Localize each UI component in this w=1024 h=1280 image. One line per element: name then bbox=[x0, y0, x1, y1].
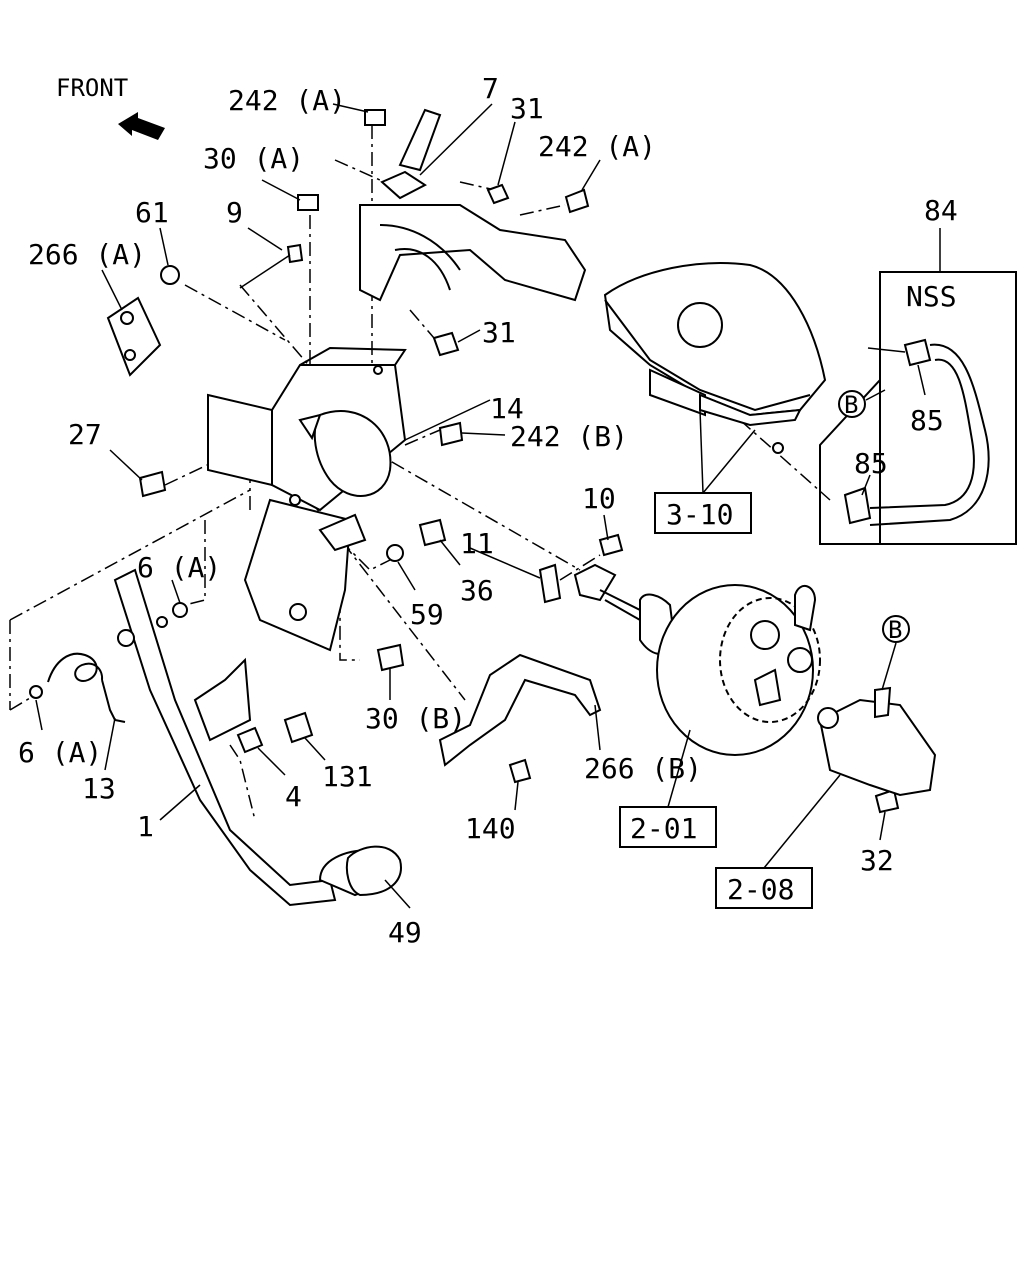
front-label: FRONT bbox=[56, 74, 128, 102]
svg-text:B: B bbox=[844, 391, 858, 419]
callout-31-top: 31 bbox=[510, 92, 544, 125]
svg-text:2-01: 2-01 bbox=[630, 812, 697, 845]
callout-labels: 242 (A) 7 31 242 (A) 30 (A) 9 61 266 (A)… bbox=[18, 72, 958, 949]
fluid-reservoir bbox=[603, 262, 827, 454]
clip-4 bbox=[236, 726, 264, 754]
leader-lines bbox=[35, 103, 941, 909]
callout-59: 59 bbox=[410, 598, 444, 631]
bolt-30b bbox=[376, 643, 405, 672]
callout-13: 13 bbox=[82, 772, 116, 805]
callout-31-mid: 31 bbox=[482, 316, 516, 349]
callout-4: 4 bbox=[285, 780, 302, 813]
callout-85-upper: 85 bbox=[910, 404, 944, 437]
nut-31-top bbox=[486, 183, 510, 205]
pedal-support bbox=[243, 498, 367, 652]
callout-32: 32 bbox=[860, 844, 894, 877]
callout-14: 14 bbox=[490, 392, 524, 425]
callout-7: 7 bbox=[482, 72, 499, 105]
bolt-242a-right bbox=[564, 188, 590, 214]
callout-242b: 242 (B) bbox=[510, 420, 628, 453]
callout-10: 10 bbox=[582, 482, 616, 515]
nut-61 bbox=[160, 265, 180, 285]
reference-boxes: 3-10 2-01 2-08 bbox=[619, 409, 841, 909]
bolt-30a bbox=[297, 194, 319, 211]
nut-59 bbox=[386, 544, 404, 562]
return-spring bbox=[29, 652, 126, 723]
connection-marker-b-right bbox=[882, 615, 910, 643]
connection-marker-b-left bbox=[838, 390, 866, 418]
callout-30a: 30 (A) bbox=[203, 142, 304, 175]
nss-label: NSS bbox=[906, 280, 957, 313]
pedal-pad bbox=[318, 845, 402, 897]
callout-6a-lower: 6 (A) bbox=[18, 736, 102, 769]
front-arrow-icon bbox=[118, 112, 165, 140]
svg-text:B: B bbox=[888, 616, 902, 644]
callout-11: 11 bbox=[460, 527, 494, 560]
callout-6a-upper: 6 (A) bbox=[137, 551, 221, 584]
bolt-242a-left bbox=[364, 109, 386, 126]
callout-9: 9 bbox=[226, 196, 243, 229]
svg-text:3-10: 3-10 bbox=[666, 498, 733, 531]
callout-30b: 30 (B) bbox=[365, 702, 466, 735]
callout-84: 84 bbox=[924, 194, 958, 227]
callout-131: 131 bbox=[322, 760, 373, 793]
callout-85-lower: 85 bbox=[854, 447, 888, 480]
callout-61: 61 bbox=[135, 196, 169, 229]
clip-11 bbox=[538, 563, 562, 604]
bushing-6a bbox=[172, 602, 188, 618]
connection-markers: B B bbox=[838, 389, 910, 691]
nut-131 bbox=[283, 711, 314, 744]
callout-242a-left: 242 (A) bbox=[228, 84, 346, 117]
callout-242a-right: 242 (A) bbox=[538, 130, 656, 163]
nut-31-mid bbox=[432, 331, 460, 357]
callout-140: 140 bbox=[465, 812, 516, 845]
callout-36: 36 bbox=[460, 574, 494, 607]
master-cylinder bbox=[817, 686, 937, 797]
hook-bracket bbox=[106, 296, 162, 377]
bolt-242b bbox=[438, 421, 464, 447]
callout-1: 1 bbox=[137, 810, 154, 843]
pedal-bracket bbox=[207, 346, 407, 512]
upper-bracket bbox=[359, 108, 587, 302]
svg-text:2-08: 2-08 bbox=[727, 873, 794, 906]
bolt-140 bbox=[508, 758, 532, 784]
reference-box-3-10 bbox=[654, 492, 752, 534]
front-indicator: FRONT bbox=[56, 74, 165, 140]
callout-266a: 266 (A) bbox=[28, 238, 146, 271]
nss-hose-assembly bbox=[819, 271, 1017, 545]
fasteners bbox=[138, 109, 900, 814]
brake-booster bbox=[573, 563, 821, 756]
nut-27 bbox=[138, 470, 167, 498]
nss-box-frame bbox=[879, 271, 1017, 545]
clip-10 bbox=[598, 533, 624, 557]
bracket-266b bbox=[438, 653, 602, 767]
callout-266b: 266 (B) bbox=[584, 752, 702, 785]
brake-pedal-arm bbox=[113, 568, 337, 907]
bolt-36 bbox=[418, 518, 447, 547]
callout-27: 27 bbox=[68, 418, 102, 451]
bolt-9 bbox=[286, 243, 304, 264]
callout-49: 49 bbox=[388, 916, 422, 949]
